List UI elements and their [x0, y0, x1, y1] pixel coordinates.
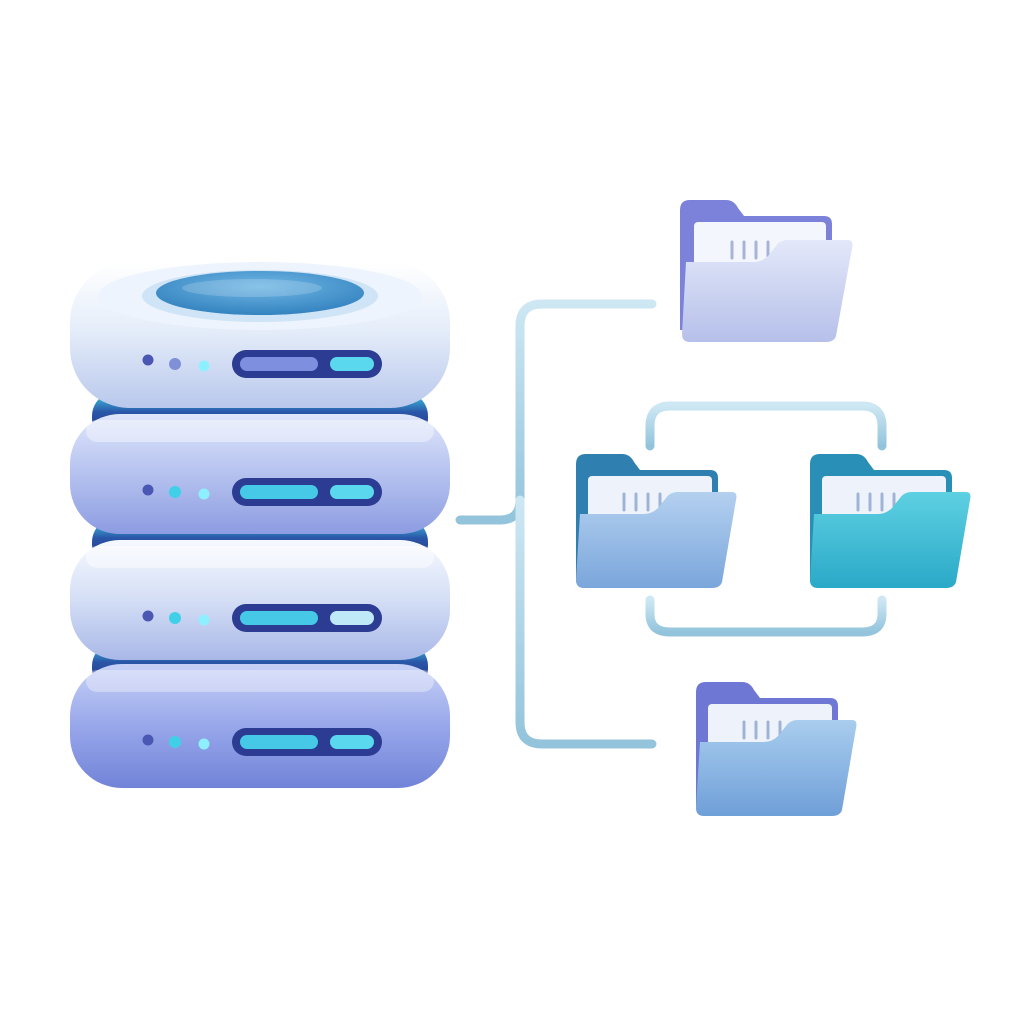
database-disk	[70, 262, 450, 408]
status-led	[142, 734, 154, 746]
status-led	[169, 358, 181, 370]
folder-icon	[696, 682, 857, 816]
status-led	[142, 484, 154, 496]
folder-icon	[576, 454, 737, 588]
connector-line	[515, 495, 657, 749]
status-led	[198, 738, 210, 750]
database-disk	[70, 664, 450, 788]
status-led	[198, 488, 210, 500]
database-disk	[70, 540, 450, 660]
tree-connector-icon	[455, 299, 887, 749]
database-server-stack-icon	[70, 262, 450, 788]
status-led	[198, 360, 210, 372]
connector-line	[645, 595, 887, 637]
status-led	[142, 354, 154, 366]
connector-line	[645, 401, 887, 451]
status-led	[169, 736, 181, 748]
folder-icon	[680, 200, 853, 342]
status-led	[169, 612, 181, 624]
connector-line	[455, 299, 657, 525]
status-led	[169, 486, 181, 498]
database-disk	[70, 414, 450, 534]
status-led	[198, 614, 210, 626]
folder-icon	[810, 454, 971, 588]
database-lid	[156, 271, 364, 315]
status-led	[142, 610, 154, 622]
